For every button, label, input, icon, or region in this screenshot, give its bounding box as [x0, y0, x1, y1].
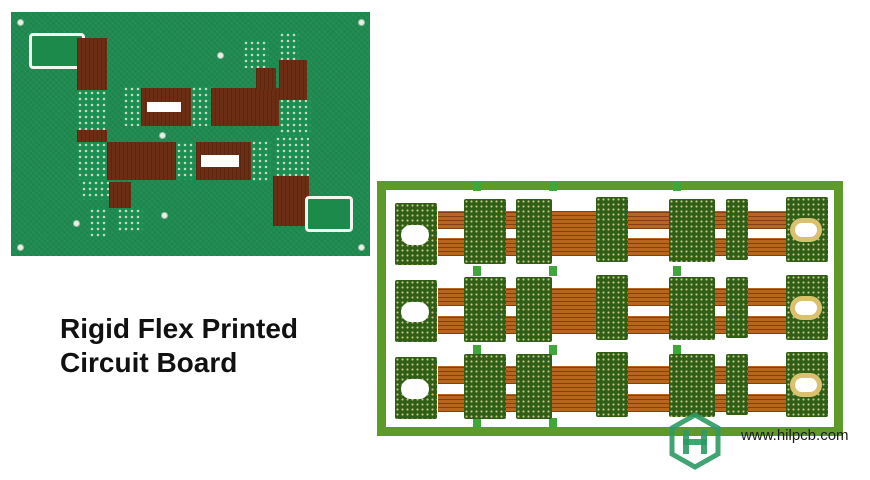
rigid-flex-board-photo-1: [11, 12, 370, 256]
caption-title: Rigid Flex Printed Circuit Board: [60, 312, 298, 380]
board-array-panel: [386, 181, 834, 428]
website-url: www.hilpcb.com: [741, 427, 849, 444]
hilpcb-logo-icon: [668, 412, 722, 470]
caption-line-1: Rigid Flex Printed: [60, 313, 299, 344]
caption-line-2: Circuit Board: [60, 347, 238, 378]
